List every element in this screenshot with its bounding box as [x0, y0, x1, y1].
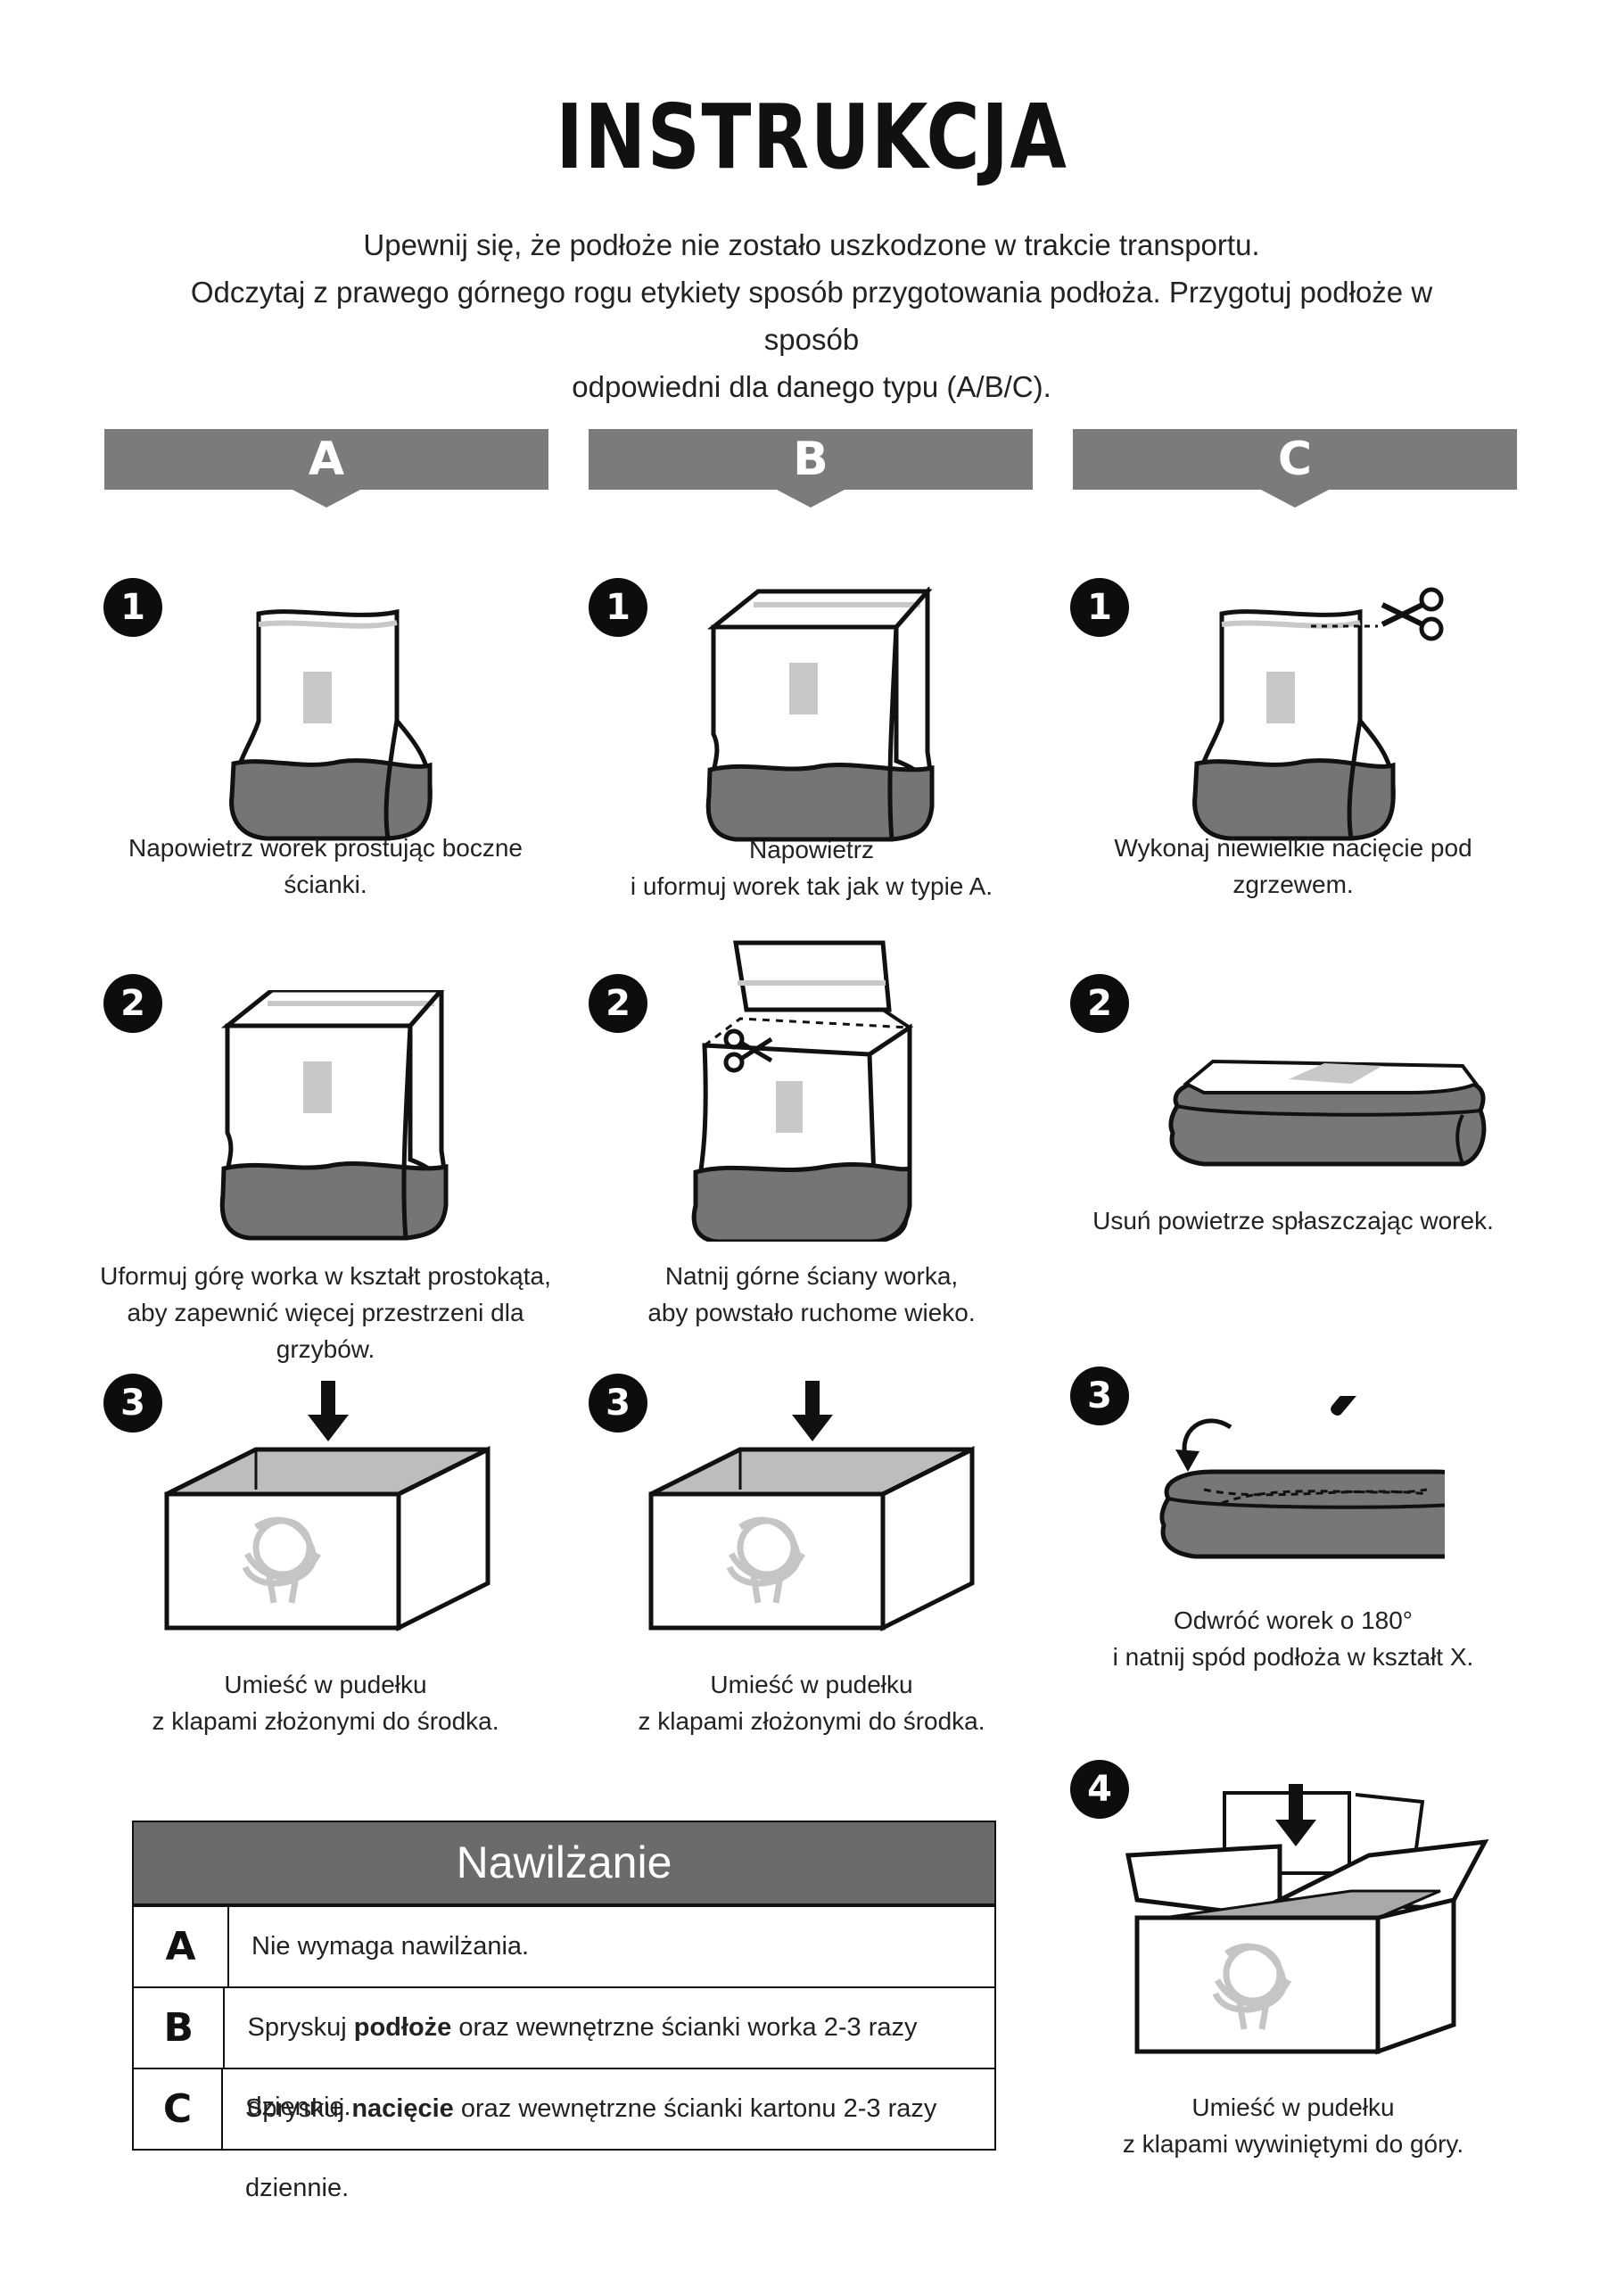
step-number-c2: 2: [1070, 974, 1129, 1033]
humidity-row-text: Spryskuj podłoże oraz wewnętrzne ścianki…: [225, 1988, 994, 2121]
column-header-c: C: [1073, 429, 1517, 508]
caption-c3: Odwróć worek o 180° i natnij spód podłoż…: [1052, 1602, 1534, 1675]
humidity-text-post: oraz wewnętrzne ścianki kartonu 2-3 razy…: [245, 2094, 937, 2202]
bag-illustration: [223, 596, 437, 855]
flat-bag-illustration: [1164, 1059, 1494, 1182]
rotate-and-cut-illustration: [1159, 1396, 1445, 1574]
knife-icon: [1331, 1396, 1368, 1416]
caption-line: Wykonaj niewielkie nacięcie pod zgrzewem…: [1114, 834, 1472, 898]
caption-c4: Umieść w pudełku z klapami wywiniętymi d…: [1052, 2089, 1534, 2162]
column-header-b-label: B: [793, 433, 828, 486]
caption-line: Natnij górne ściany worka,: [664, 1262, 959, 1290]
column-header-c-label: C: [1277, 433, 1313, 486]
open-box-illustration: [1125, 1784, 1489, 2055]
cut-line-scissors-icon: [1311, 587, 1444, 641]
humidity-text-pre: Spryskuj: [247, 2013, 354, 2042]
rectangular-bag-illustration: [218, 990, 450, 1249]
caption-c2: Usuń powietrze spłaszczając worek.: [1052, 1202, 1534, 1239]
intro-line-2: Odczytaj z prawego górnego rogu etykiety…: [190, 276, 1433, 356]
column-header-b: B: [589, 429, 1033, 508]
humidity-row-letter: A: [134, 1907, 229, 1986]
header-pointer: [1261, 490, 1329, 508]
column-header-a: A: [104, 429, 548, 508]
intro-line-3: odpowiedni dla danego typu (A/B/C).: [572, 370, 1051, 403]
step-number-a3: 3: [103, 1374, 162, 1433]
caption-line: i uformuj worek tak jak w typie A.: [630, 872, 993, 900]
humidity-text-post: oraz wewnętrzne ścianki worka 2-3 razy d…: [247, 2013, 918, 2121]
humidity-text-bold: podłoże: [353, 2013, 452, 2042]
humidity-row-text: Nie wymaga nawilżania.: [229, 1907, 529, 1986]
caption-b1: Napowietrz i uformuj worek tak jak w typ…: [571, 831, 1052, 904]
step-number-b2: 2: [589, 974, 647, 1033]
step-number-a1: 1: [103, 578, 162, 637]
column-header-a-label: A: [308, 433, 345, 486]
intro-line-1: Upewnij się, że podłoże nie zostało uszk…: [363, 228, 1260, 261]
box-illustration: [162, 1445, 492, 1632]
down-arrow-icon: [308, 1381, 349, 1441]
down-arrow-icon: [792, 1381, 833, 1441]
humidity-row-letter: B: [134, 1988, 226, 2068]
caption-line: Odwróć worek o 180°: [1174, 1606, 1413, 1634]
step-number-a2: 2: [103, 974, 162, 1033]
intro-text: Upewnij się, że podłoże nie zostało uszk…: [143, 221, 1480, 410]
caption-b3: Umieść w pudełku z klapami złożonymi do …: [571, 1666, 1052, 1739]
caption-line: Umieść w pudełku: [1191, 2093, 1395, 2121]
step-number-c4: 4: [1070, 1760, 1129, 1819]
caption-line: z klapami złożonymi do środka.: [638, 1707, 985, 1735]
caption-line: Napowietrz worek prostując boczne ściank…: [128, 834, 523, 898]
box-illustration: [647, 1445, 977, 1632]
caption-line: aby powstało ruchome wieko.: [647, 1299, 976, 1326]
caption-a1: Napowietrz worek prostując boczne ściank…: [85, 830, 566, 903]
caption-line: Umieść w pudełku: [224, 1671, 427, 1698]
header-pointer: [777, 490, 845, 508]
header-pointer: [293, 490, 360, 508]
cut-bag-illustration: [691, 940, 914, 1242]
caption-line: z klapami wywiniętymi do góry.: [1122, 2130, 1464, 2158]
down-arrow-icon: [1275, 1784, 1316, 1846]
humidity-row-b: B Spryskuj podłoże oraz wewnętrzne ścian…: [134, 1986, 994, 2121]
caption-line: Umieść w pudełku: [710, 1671, 913, 1698]
humidity-row-a: A Nie wymaga nawilżania.: [134, 1905, 994, 1986]
caption-b2: Natnij górne ściany worka, aby powstało …: [571, 1258, 1052, 1331]
step-number-c1: 1: [1070, 578, 1129, 637]
rectangular-bag-illustration: [705, 587, 936, 855]
step-number-c3: 3: [1070, 1367, 1129, 1425]
humidity-text-pre: Nie wymaga nawilżania.: [251, 1932, 530, 1961]
scissors-icon: [723, 1028, 773, 1073]
step-number-b1: 1: [589, 578, 647, 637]
caption-line: Uformuj górę worka w kształt prostokąta,: [100, 1262, 551, 1290]
humidity-row-letter: C: [134, 2069, 224, 2149]
rotate-arrow-icon: [1182, 1418, 1232, 1459]
caption-line: i natnij spód podłoża w kształt X.: [1112, 1643, 1474, 1671]
humidity-row-c: C Spryskuj nacięcie oraz wewnętrzne ścia…: [134, 2068, 994, 2202]
caption-a2: Uformuj górę worka w kształt prostokąta,…: [85, 1258, 566, 1367]
caption-a3: Umieść w pudełku z klapami złożonymi do …: [85, 1666, 566, 1739]
step-number-b3: 3: [589, 1374, 647, 1433]
humidity-text-pre: Spryskuj: [245, 2094, 352, 2123]
humidity-text-bold: nacięcie: [351, 2094, 454, 2123]
humidity-row-text: Spryskuj nacięcie oraz wewnętrzne ściank…: [223, 2069, 994, 2202]
humidity-table: Nawilżanie A Nie wymaga nawilżania. B Sp…: [132, 1821, 996, 2202]
page-title: INSTRUKCJA: [556, 85, 1068, 189]
caption-line: Usuń powietrze spłaszczając worek.: [1092, 1207, 1494, 1234]
caption-line: Napowietrz: [748, 836, 875, 863]
caption-c1: Wykonaj niewielkie nacięcie pod zgrzewem…: [1052, 830, 1534, 903]
humidity-table-title: Nawilżanie: [134, 1822, 994, 1905]
caption-line: aby zapewnić więcej przestrzeni dla grzy…: [127, 1299, 524, 1363]
caption-line: z klapami złożonymi do środka.: [152, 1707, 499, 1735]
